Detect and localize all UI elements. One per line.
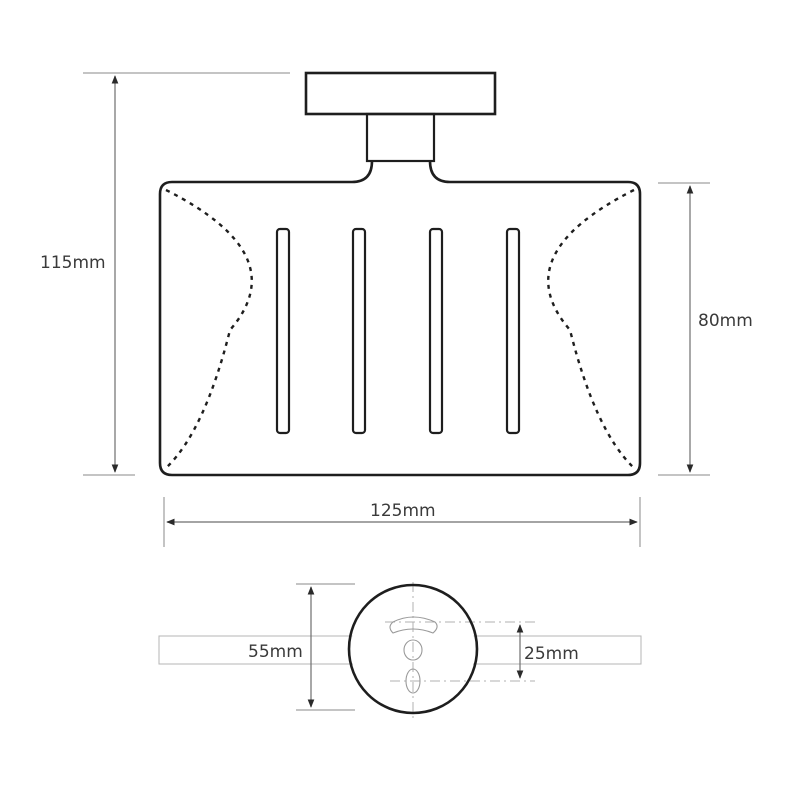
dimension-mount-diameter: 55mm (248, 583, 355, 711)
bracket-neck (365, 112, 436, 163)
screw-hole (403, 639, 423, 661)
tray-outline (158, 160, 642, 477)
dimension-tray-height: 80mm (658, 182, 753, 476)
wall-flange (304, 71, 497, 116)
tray-height-label: 80mm (698, 311, 753, 331)
tray-width-label: 125mm (370, 501, 436, 521)
slot-4 (505, 227, 521, 435)
slot-3 (428, 227, 444, 435)
dimension-tray-width: 125mm (163, 497, 641, 547)
dimension-hole-spacing: 25mm (516, 624, 579, 679)
hole-spacing-label: 25mm (524, 644, 579, 664)
tray-slots (275, 227, 521, 435)
keyhole-slot (389, 616, 438, 634)
mount-diameter-label: 55mm (248, 642, 303, 662)
left-dashed-curve (165, 188, 253, 468)
right-dashed-curve (547, 188, 635, 468)
mount-view: 55mm 25mm (158, 582, 642, 720)
total-height-label: 115mm (40, 253, 106, 273)
mount-plate (347, 583, 479, 715)
dimension-total-height: 115mm (40, 72, 290, 476)
slot-1 (275, 227, 291, 435)
oval-hole (405, 668, 421, 694)
front-view: 115mm 80mm 125mm (40, 71, 753, 547)
slot-2 (351, 227, 367, 435)
